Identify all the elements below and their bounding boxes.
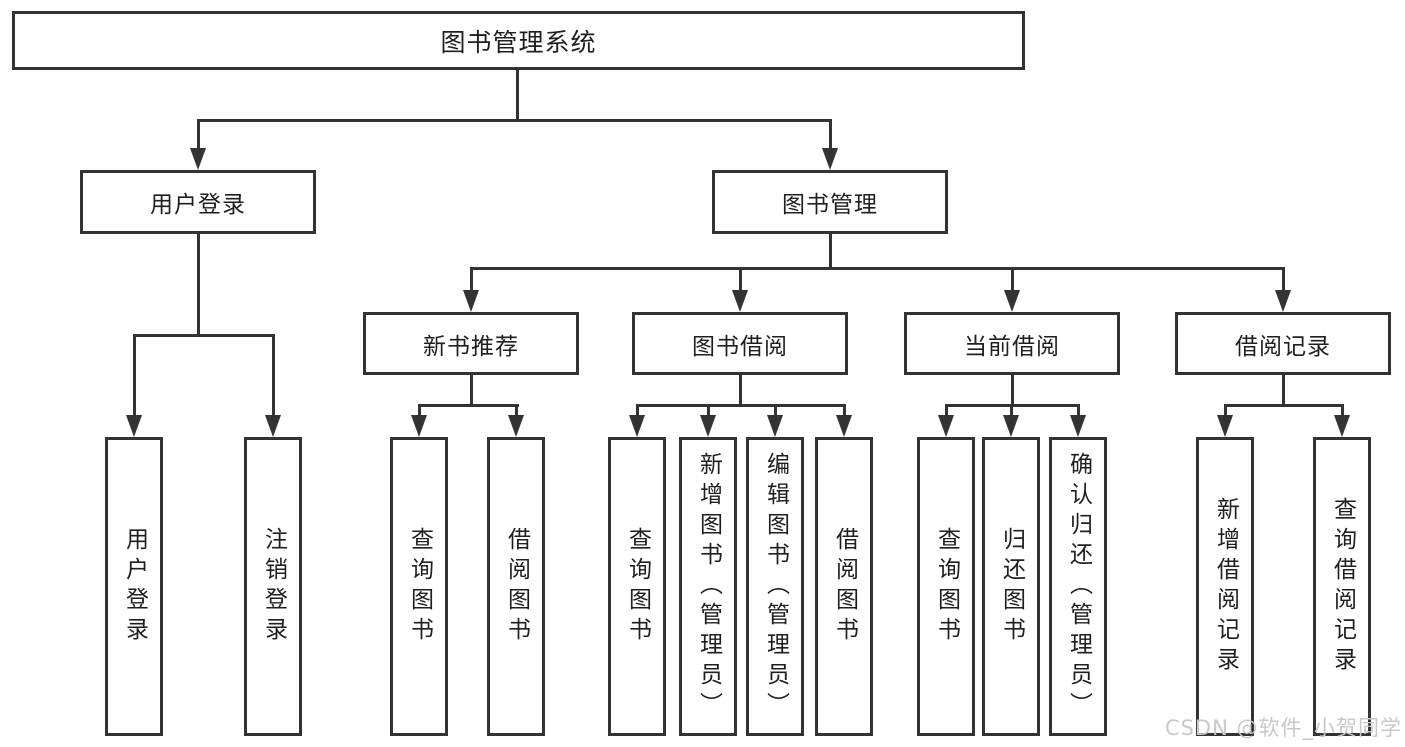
leaf-label: 新增借阅记录 xyxy=(1212,496,1239,677)
connector-line xyxy=(1282,375,1285,406)
arrow-down-icon xyxy=(190,148,206,170)
node-book-management: 图书管理 xyxy=(712,170,948,234)
connector-line xyxy=(197,119,200,150)
leaf-label: 查询借阅记录 xyxy=(1329,496,1356,677)
connector-line xyxy=(197,234,200,336)
leaf-borrow-books-recommend: 借阅图书 xyxy=(487,437,545,736)
connector-line xyxy=(1341,404,1344,417)
arrow-down-icon xyxy=(836,415,852,437)
connector-line xyxy=(133,334,275,337)
connector-line xyxy=(1011,267,1014,293)
leaf-query-books-current: 查询图书 xyxy=(917,437,975,736)
connector-line xyxy=(829,234,832,270)
node-book-borrow: 图书借阅 xyxy=(632,312,848,375)
leaf-label: 查询图书 xyxy=(406,526,433,647)
connector-line xyxy=(418,404,421,417)
leaf-borrow-books: 借阅图书 xyxy=(815,437,873,736)
connector-line xyxy=(470,267,473,293)
leaf-label: 用户登录 xyxy=(121,526,148,647)
connector-line xyxy=(636,404,639,417)
arrow-down-icon xyxy=(732,290,748,312)
connector-line xyxy=(1224,404,1344,407)
connector-line xyxy=(1282,267,1285,293)
connector-line xyxy=(516,70,519,121)
leaf-label: 归还图书 xyxy=(998,526,1025,647)
arrow-down-icon xyxy=(1004,290,1020,312)
connector-line xyxy=(470,375,473,406)
leaf-query-borrow-record: 查询借阅记录 xyxy=(1313,437,1371,736)
connector-line xyxy=(470,267,1285,270)
leaf-label: 确认归还（管理员） xyxy=(1065,451,1092,722)
arrow-down-icon xyxy=(1070,415,1086,437)
leaf-label: 注销登录 xyxy=(260,526,287,647)
connector-line xyxy=(197,119,832,122)
leaf-label: 借阅图书 xyxy=(831,526,858,647)
connector-line xyxy=(418,404,519,407)
arrow-down-icon xyxy=(629,415,645,437)
connector-line xyxy=(272,334,275,417)
csdn-watermark: CSDN @软件_小贺同学 xyxy=(1164,716,1402,740)
node-root: 图书管理系统 xyxy=(12,11,1025,70)
arrow-down-icon xyxy=(126,415,142,437)
node-new-book-recommend: 新书推荐 xyxy=(363,312,579,375)
leaf-confirm-return-admin: 确认归还（管理员） xyxy=(1049,437,1107,736)
leaf-query-books-recommend: 查询图书 xyxy=(390,437,448,736)
leaf-query-books-borrow: 查询图书 xyxy=(608,437,666,736)
connector-line xyxy=(829,119,832,150)
leaf-add-borrow-record: 新增借阅记录 xyxy=(1196,437,1254,736)
arrow-down-icon xyxy=(938,415,954,437)
connector-line xyxy=(1010,404,1013,417)
connector-line xyxy=(739,267,742,293)
node-user-login: 用户登录 xyxy=(80,170,316,234)
leaf-edit-book-admin: 编辑图书（管理员） xyxy=(746,437,804,736)
connector-line xyxy=(515,404,518,417)
leaf-add-book-admin: 新增图书（管理员） xyxy=(679,437,737,736)
connector-line xyxy=(1077,404,1080,417)
arrow-down-icon xyxy=(508,415,524,437)
connector-line xyxy=(774,404,777,417)
leaf-logout: 注销登录 xyxy=(244,437,302,736)
arrow-down-icon xyxy=(700,415,716,437)
arrow-down-icon xyxy=(1334,415,1350,437)
leaf-label: 借阅图书 xyxy=(503,526,530,647)
arrow-down-icon xyxy=(411,415,427,437)
arrow-down-icon xyxy=(1275,290,1291,312)
arrow-down-icon xyxy=(822,148,838,170)
connector-line xyxy=(636,404,846,407)
arrow-down-icon xyxy=(1003,415,1019,437)
arrow-down-icon xyxy=(265,415,281,437)
connector-line xyxy=(739,375,742,406)
leaf-user-login: 用户登录 xyxy=(105,437,163,736)
connector-line xyxy=(843,404,846,417)
leaf-label: 查询图书 xyxy=(624,526,651,647)
connector-line xyxy=(707,404,710,417)
leaf-label: 查询图书 xyxy=(933,526,960,647)
connector-line xyxy=(945,404,948,417)
leaf-label: 编辑图书（管理员） xyxy=(762,451,789,722)
node-borrow-records: 借阅记录 xyxy=(1175,312,1391,375)
leaf-return-book: 归还图书 xyxy=(982,437,1040,736)
leaf-label: 新增图书（管理员） xyxy=(695,451,722,722)
arrow-down-icon xyxy=(767,415,783,437)
connector-line xyxy=(1011,375,1014,406)
node-current-borrow: 当前借阅 xyxy=(904,312,1120,375)
arrow-down-icon xyxy=(463,290,479,312)
connector-line xyxy=(133,334,136,417)
connector-line xyxy=(1224,404,1227,417)
arrow-down-icon xyxy=(1217,415,1233,437)
